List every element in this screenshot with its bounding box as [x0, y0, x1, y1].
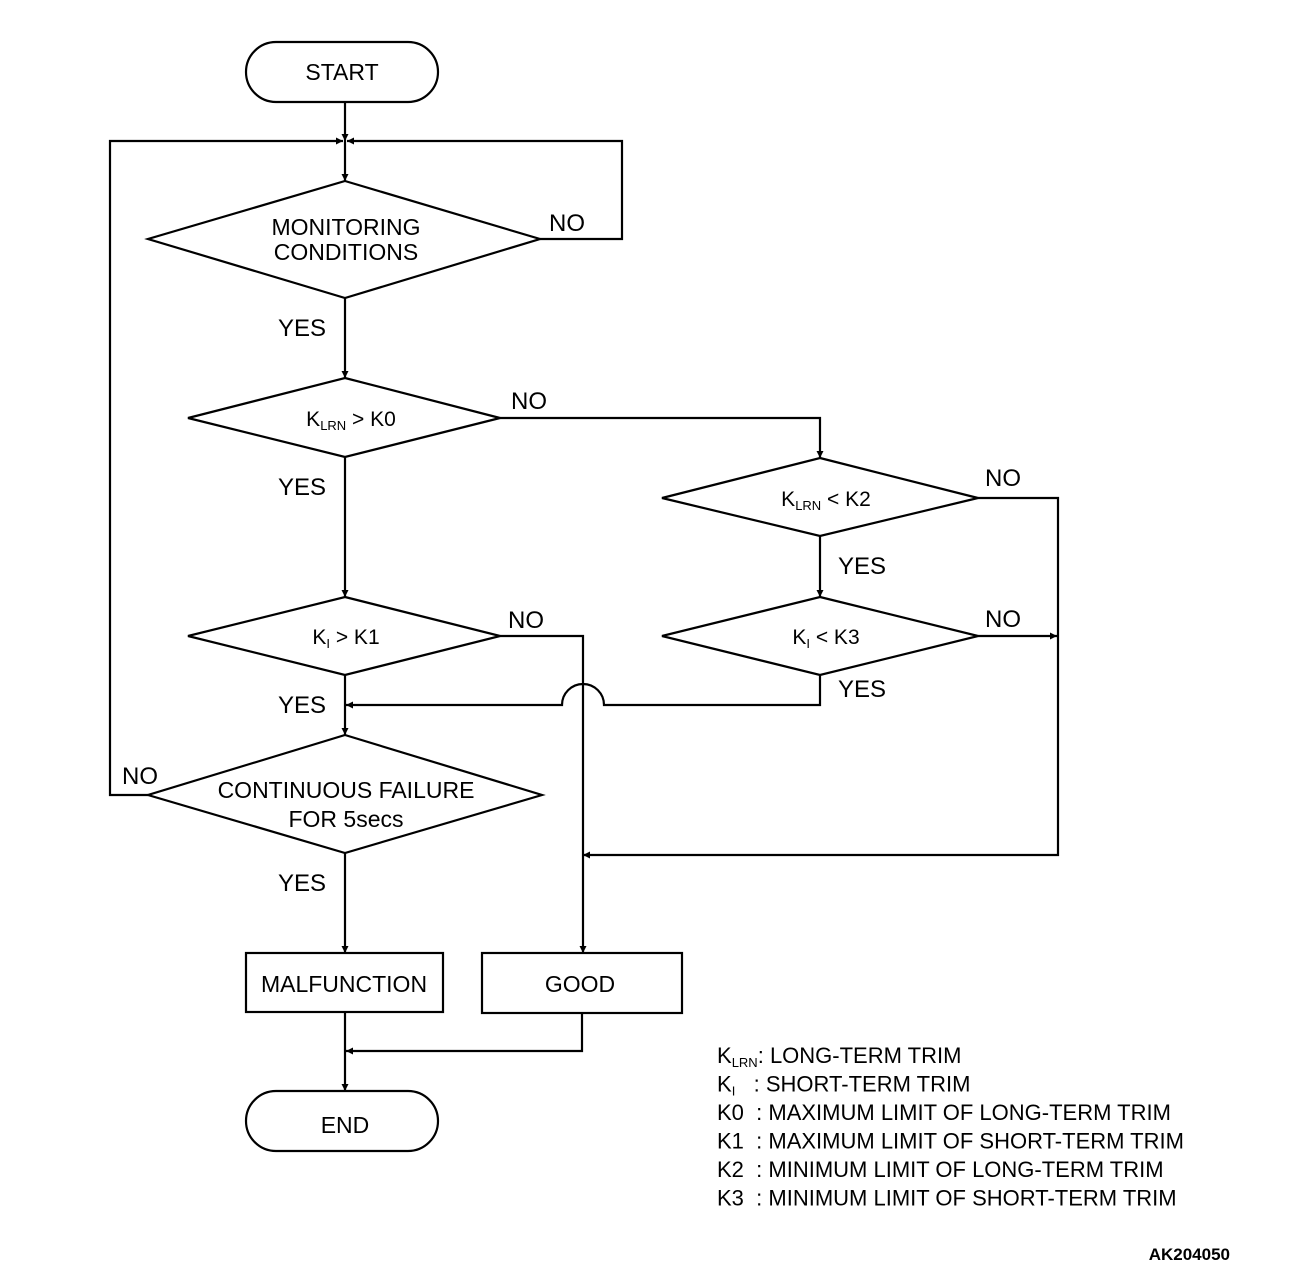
klrn-k2-label: KLRN < K2 [781, 488, 871, 513]
connector-k1-no [500, 634, 587, 953]
label-continuous-yes: YES [278, 870, 326, 897]
klrn-k0-label: KLRN > K0 [306, 408, 396, 433]
decision-ki-gt-k1: KI > K1 [187, 595, 501, 677]
label-monitoring-yes: YES [278, 315, 326, 342]
good-label: GOOD [545, 971, 615, 997]
label-k2-yes: YES [838, 553, 886, 580]
decision-monitoring-conditions: MONITORING CONDITIONS [144, 179, 544, 300]
connector-good-to-end [346, 1013, 584, 1055]
label-k3-yes: YES [838, 676, 886, 703]
continuous-label-line1: CONTINUOUS FAILURE [218, 777, 475, 803]
decision-continuous-failure: CONTINUOUS FAILURE FOR 5secs [144, 733, 546, 855]
label-monitoring-no: NO [549, 210, 585, 237]
ki-k1-label: KI > K1 [312, 626, 379, 651]
legend-row: K1 : MAXIMUM LIMIT OF SHORT-TERM TRIM [717, 1129, 1184, 1154]
ki-k3-label: KI < K3 [792, 626, 859, 651]
monitoring-label-line2: CONDITIONS [274, 239, 418, 265]
continuous-label-line2: FOR 5secs [288, 806, 403, 832]
connector-continuous-no-loop [108, 137, 343, 797]
label-k2-no: NO [985, 465, 1021, 492]
connector-monitoring-no-loop [347, 137, 624, 241]
decision-ki-lt-k3: KI < K3 [661, 595, 979, 677]
malfunction-label: MALFUNCTION [261, 971, 427, 997]
legend-row: KI : SHORT-TERM TRIM [717, 1072, 970, 1099]
label-k0-no: NO [511, 388, 547, 415]
end-label: END [321, 1112, 370, 1138]
label-k3-no: NO [985, 606, 1021, 633]
connectors [108, 102, 1060, 1091]
connector-k3-yes [346, 675, 822, 709]
monitoring-label-line1: MONITORING [271, 214, 420, 240]
end-node: END [244, 1089, 440, 1153]
connector-k0-no [500, 416, 824, 458]
label-k0-yes: YES [278, 474, 326, 501]
branch-labels: NO YES NO YES NO YES NO NO YES YES NO YE… [122, 210, 1021, 897]
start-label: START [305, 59, 378, 85]
legend-row: K2 : MINIMUM LIMIT OF LONG-TERM TRIM [717, 1157, 1164, 1182]
start-node: START [244, 40, 440, 104]
label-k1-yes: YES [278, 692, 326, 719]
legend-row: K3 : MINIMUM LIMIT OF SHORT-TERM TRIM [717, 1186, 1177, 1211]
process-good: GOOD [480, 951, 684, 1015]
label-k1-no: NO [508, 607, 544, 634]
figure-code: AK204050 [1149, 1245, 1230, 1264]
legend-row: K0 : MAXIMUM LIMIT OF LONG-TERM TRIM [717, 1100, 1171, 1125]
label-continuous-no: NO [122, 763, 158, 790]
decision-klrn-lt-k2: KLRN < K2 [661, 456, 979, 538]
process-malfunction: MALFUNCTION [244, 951, 445, 1014]
decision-klrn-gt-k0: KLRN > K0 [187, 376, 501, 459]
connector-k2-no [583, 496, 1060, 859]
legend-row: KLRN: LONG-TERM TRIM [717, 1043, 961, 1070]
